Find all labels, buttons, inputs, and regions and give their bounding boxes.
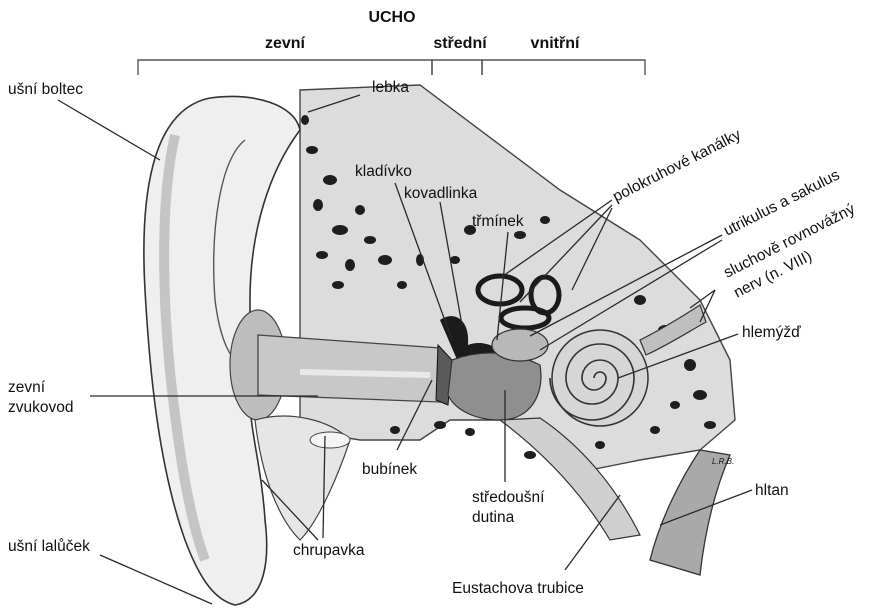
ear-canal-highlight xyxy=(300,372,430,375)
label-eardrum: bubínek xyxy=(362,461,417,478)
leader-pinna xyxy=(58,100,160,160)
label-ear-canal-line2: zvukovod xyxy=(8,399,73,416)
header-brackets xyxy=(138,60,645,75)
bracket-middle xyxy=(432,60,482,75)
anatomy-illustration xyxy=(144,85,735,605)
section-inner-label: vnitřní xyxy=(531,35,580,52)
label-malleus: kladívko xyxy=(355,163,412,180)
label-eustachian: Eustachova trubice xyxy=(452,580,584,597)
cochlea-shape xyxy=(550,330,648,426)
bracket-outer xyxy=(138,60,432,75)
label-canals: polokruhové kanálky xyxy=(610,126,744,205)
label-middle-ear-line1: středoušní xyxy=(472,489,545,506)
section-outer-label: zevní xyxy=(265,35,306,52)
section-middle-label: střední xyxy=(433,35,487,52)
label-middle-ear-line2: dutina xyxy=(472,509,515,526)
label-lobule: ušní lalůček xyxy=(8,538,90,555)
label-cochlea: hlemýžď xyxy=(742,324,801,341)
diagram-title: UCHO xyxy=(368,9,415,26)
label-cartilage: chrupavka xyxy=(293,542,365,559)
label-skull: lebka xyxy=(372,79,409,96)
pharynx-shape xyxy=(650,450,730,575)
label-ear-canal-line1: zevní xyxy=(8,379,46,396)
vestibule xyxy=(492,329,548,361)
label-stapes: třmínek xyxy=(472,213,524,230)
label-pharynx: hltan xyxy=(755,482,789,499)
label-signature: L.R.B. xyxy=(712,457,734,466)
bracket-inner xyxy=(482,60,645,75)
middle-ear-cavity xyxy=(448,353,541,420)
label-pinna: ušní boltec xyxy=(8,81,83,98)
cartilage-piece xyxy=(310,432,350,448)
label-incus: kovadlinka xyxy=(404,185,478,202)
